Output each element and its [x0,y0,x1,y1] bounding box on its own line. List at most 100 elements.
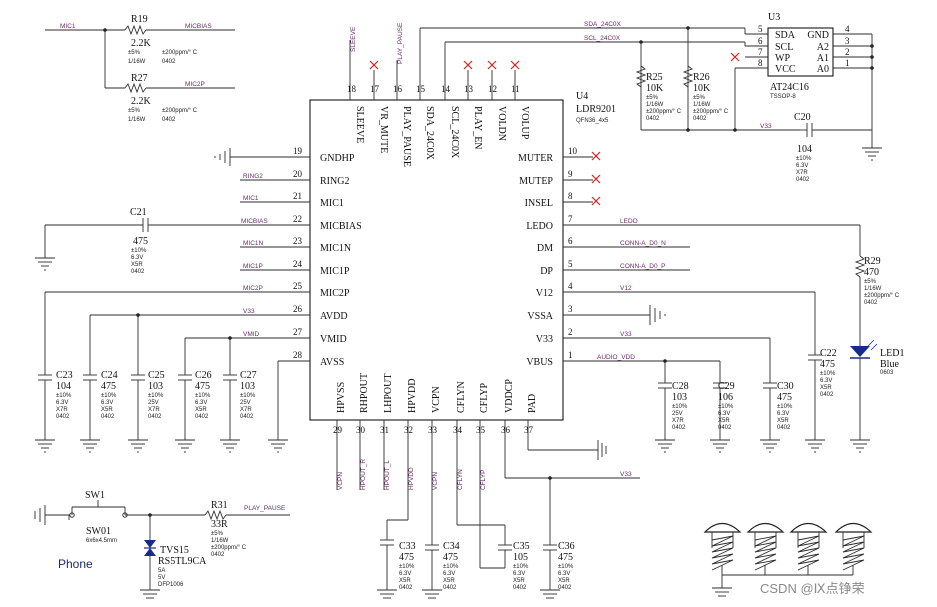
capacitor-c20: C20 104 ±10% 6.3V X7R 0402 [794,112,872,183]
eeprom-num-1: 1 [845,58,850,68]
ground-icon [649,305,666,325]
pin-name-mutep: MUTEP [519,176,553,187]
nc-mark-icon [369,60,520,70]
c25-diel: X7R [148,407,160,413]
pin-num-12: 12 [488,84,497,94]
c28-volt: 25V [672,411,683,417]
r26-ref: R26 [693,72,710,83]
c30-tol: ±10% [777,404,793,410]
ic-top-pins: 18 17 16 15 14 13 12 11 SLEEVE VR_MUTE P… [347,22,530,167]
ground-icon [214,148,231,166]
c28-value: 103 [672,392,687,403]
i2c-bus: SDA_24C0X SCL_24C0X V33 [420,21,800,132]
ground-icon [805,439,825,453]
c33-diel: X5R [399,578,411,584]
net-vcpn-33: VCPN [432,472,439,490]
r25-ref: R25 [646,72,663,83]
pin-name-scl: SCL_24C0X [449,106,460,159]
c30-volt: 6.3V [777,411,789,417]
pin-name-dp: DP [540,266,553,277]
c26-value: 475 [195,381,210,392]
r29-tc: ±200ppm/° C [864,293,900,299]
capacitor-c21: C21 475 ±10% 6.3V X5R 0402 [44,207,150,275]
pin-num-5: 5 [568,259,573,269]
net-mic2p-top: MIC2P [185,81,205,88]
c34-volt: 6.3V [443,571,455,577]
pin-num-29: 29 [333,425,343,435]
pin-name-vddcp: VDDCP [504,379,515,413]
c29-ref: C29 [718,381,735,392]
pin-num-36: 36 [501,425,511,435]
c33-value: 475 [399,552,414,563]
eeprom-u3: U3 AT24C16 TSSOP-8 SDA SCL WP VCC GND A2… [730,12,874,148]
pin-name-hpvdd: HPVDD [407,379,418,413]
c24-size: 0402 [101,414,115,420]
pin-num-27: 27 [293,327,303,337]
r19-value: 2.2K [131,38,152,49]
pin-num-35: 35 [476,425,486,435]
c27-size: 0402 [240,414,254,420]
net-hpout-l: HPOUT_L [384,460,391,490]
c36-ref: C36 [558,541,575,552]
pin-num-8: 8 [568,191,573,201]
pin-name-mic2p: MIC2P [320,288,350,299]
net-play-pause-bottom: PLAY_PAUSE [244,505,286,512]
r26-power: 1/16W [693,102,711,108]
pin-num-13: 13 [464,84,474,94]
r31-tol: ±5% [211,531,224,537]
c36-tol: ±10% [558,564,574,570]
r31-value: 33R [211,519,228,530]
pin-num-16: 16 [393,84,403,94]
pin-name-lhpout: LHPOUT [383,374,394,413]
ic-part: LDR9201 [576,104,616,115]
pin-num-31: 31 [380,425,389,435]
c26-volt: 6.3V [195,400,207,406]
ic-package: QFN36_4x5 [576,118,609,124]
c22-volt: 6.3V [820,378,832,384]
screw-icon [746,522,785,575]
net-dm: CONN-A_D0_N [620,240,666,247]
pin-name-cflyp: CFLYP [479,382,490,413]
pin-name-cflyn: CFLYN [456,381,467,413]
c36-size: 0402 [558,585,572,591]
ground-icon [34,505,46,525]
pin-name-mic1n: MIC1N [320,243,351,254]
tvs-part: RS5TL9CA [158,556,207,567]
pin-num-11: 11 [511,84,520,94]
pin-num-26: 26 [293,304,303,314]
pin-num-20: 20 [293,169,303,179]
led1-size: 0603 [880,370,894,376]
charge-pump-caps: V33 C33 475 ±10% 6.3V X5R 0402 C34 475 ±… [380,440,640,591]
pin-name-volup: VOLUP [519,106,530,140]
pin-name-mic1p: MIC1P [320,266,350,277]
r19-size: 0402 [162,59,176,65]
c21-volt: 6.3V [131,255,143,261]
net-v33-right: V33 [620,331,632,338]
c26-tol: ±10% [195,393,211,399]
r31-power: 1/16W [211,538,229,544]
pin-name-micbias: MICBIAS [320,221,362,232]
decoupling-caps-right: C28 103 ±10% 25V X7R 0402 C29 106 ±10% 6… [658,338,794,440]
resistor-r29: R29 470 ±5% 1/16W ±200ppm/° C 0402 [854,225,900,340]
c23-tol: ±10% [56,393,72,399]
pin-num-22: 22 [293,214,302,224]
r27-tc: ±200ppm/° C [162,108,198,114]
c29-tol: ±10% [718,404,734,410]
c21-diel: X5R [131,262,143,268]
c29-diel: X5R [718,418,730,424]
net-v33-eeprom: V33 [760,123,772,130]
c29-value: 106 [718,392,733,403]
c34-ref: C34 [443,541,460,552]
net-v12: V12 [620,285,632,292]
capacitor-c22: C22 475 ±10% 6.3V X5R 0402 [808,292,837,440]
eeprom-pin-a1: A1 [817,53,829,64]
r26-size: 0402 [693,116,707,122]
r27-value: 2.2K [131,96,152,107]
screw-icon [703,522,742,575]
ground-icon [35,257,55,271]
pin-name-vmid: VMID [320,334,347,345]
c20-size: 0402 [796,177,810,183]
nc-mark-icon [730,52,740,62]
pin-num-17: 17 [370,84,380,94]
